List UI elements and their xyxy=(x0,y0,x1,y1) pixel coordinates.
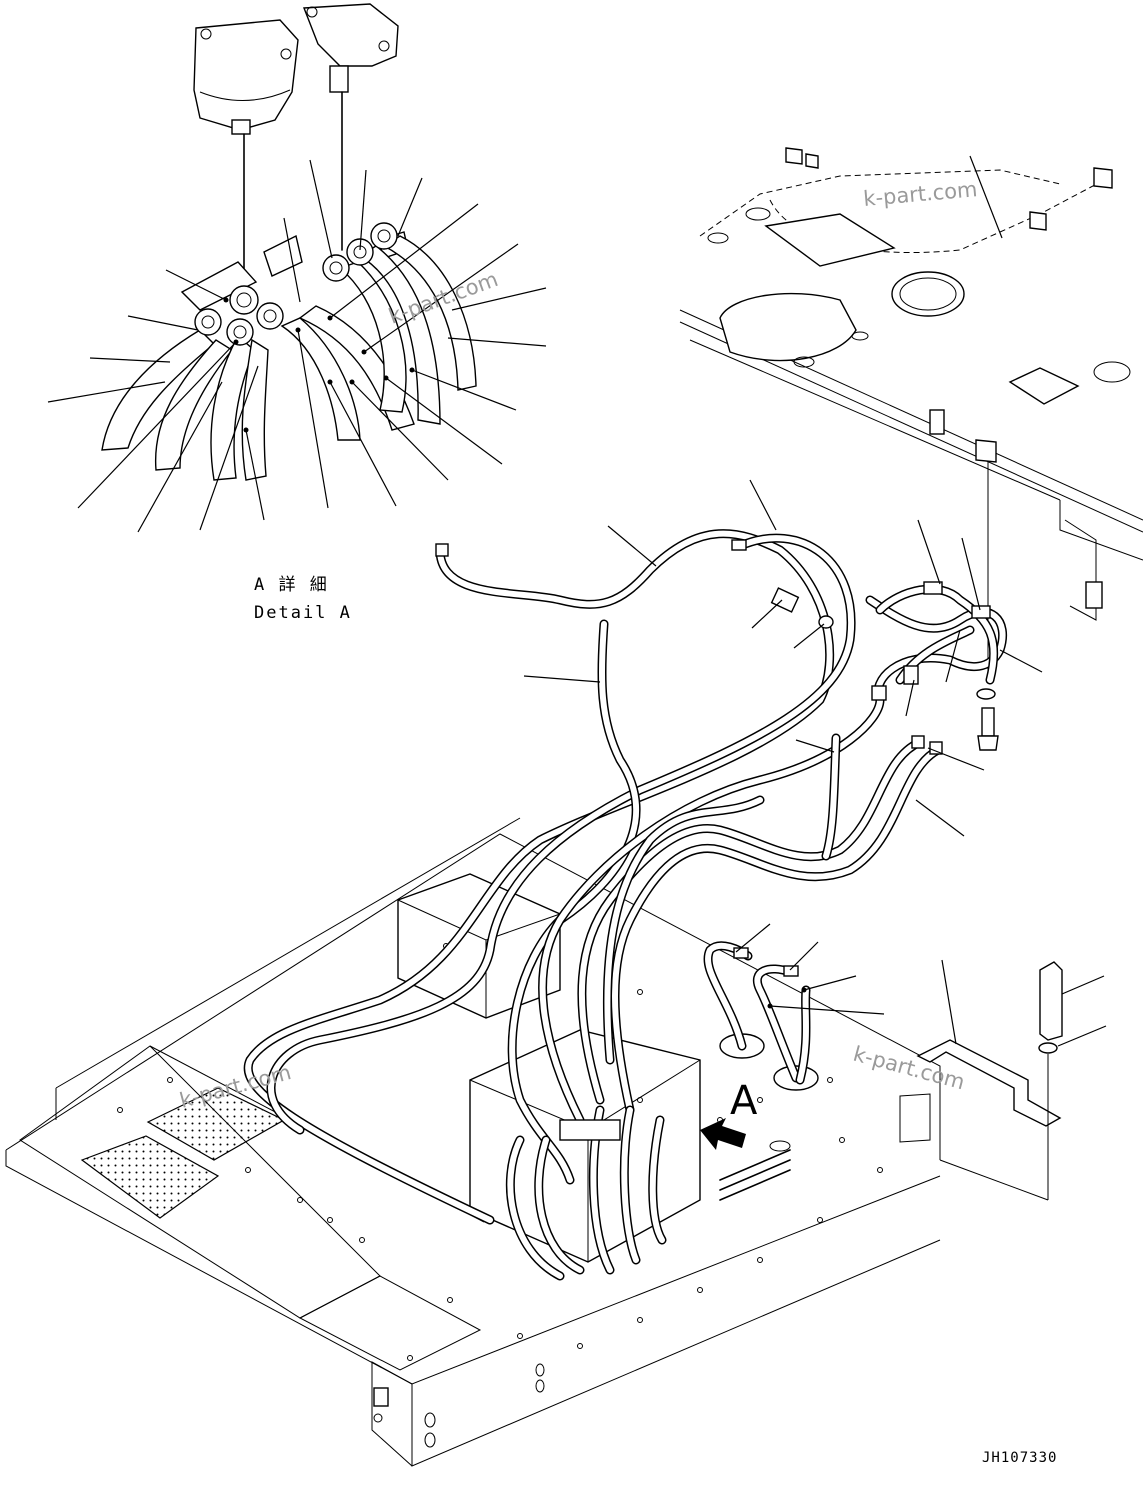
detail-a-label-en: Detail A xyxy=(254,603,352,623)
drawing-code: JH107330 xyxy=(982,1450,1057,1466)
watermark-1: k-part.com xyxy=(862,177,978,211)
detail-a-view: A 詳 細 Detail A xyxy=(47,3,547,623)
swivel-valve-left xyxy=(193,19,299,291)
swivel-valve-right xyxy=(302,3,399,251)
detail-a-hose-bundle xyxy=(101,222,477,481)
view-arrow: A xyxy=(700,1078,758,1150)
main-hose-harness xyxy=(243,529,1008,1281)
main-leaders xyxy=(523,479,1107,1047)
upper-frame xyxy=(679,147,1143,680)
base-frame xyxy=(5,817,941,1467)
detail-a-label-jp: A 詳 細 xyxy=(254,575,329,595)
detail-a-leaders xyxy=(47,159,547,533)
fittings xyxy=(435,539,999,1141)
bracket-assembly xyxy=(916,961,1063,1201)
view-marker-a: A xyxy=(730,1078,758,1124)
